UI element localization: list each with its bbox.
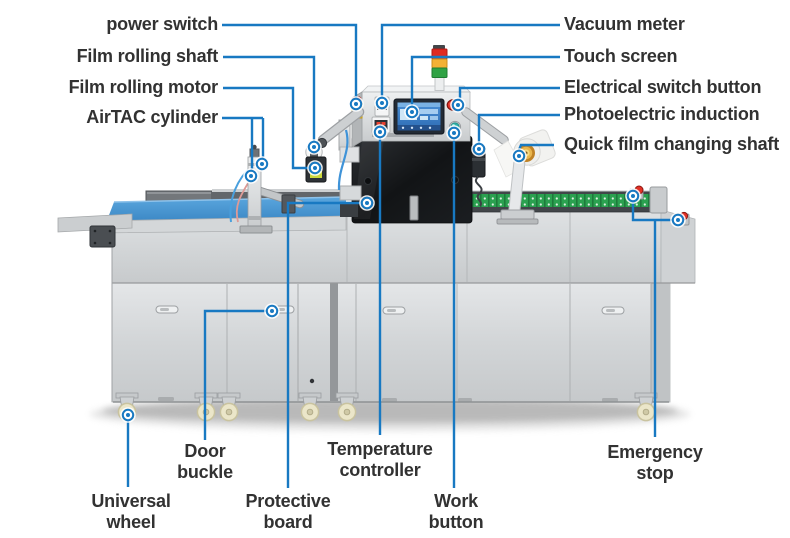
label-film-rolling-shaft: Film rolling shaft (76, 46, 219, 66)
cabinet-recess (330, 283, 338, 401)
label-universal-wheel: Universal wheel (91, 491, 171, 532)
label-electrical-switch-button: Electrical switch button (564, 77, 762, 97)
air-hose-blue (337, 129, 349, 191)
door-handle (382, 306, 406, 315)
marker-protective-board (359, 195, 375, 211)
conveyor-motor (89, 225, 116, 248)
label-quick-film-changing-shaft: Quick film changing shaft (564, 134, 780, 154)
marker-emergency-stop-right (670, 212, 686, 228)
label-work-button: Work button (428, 491, 484, 532)
universal-wheel (217, 392, 241, 422)
callout-line-emergency-stop (631, 202, 672, 437)
door-handle (155, 305, 179, 314)
callout-line-touch-screen (410, 55, 560, 106)
floor-shadow (90, 397, 690, 431)
signal-tower (431, 45, 448, 91)
label-protective-board: Protective board (245, 491, 331, 532)
marker-door-buckle (264, 303, 280, 319)
marker-airtac-cylinder-upper (254, 156, 270, 172)
label-touch-screen: Touch screen (564, 46, 678, 66)
label-door-buckle: Door buckle (177, 441, 233, 482)
universal-wheel (298, 392, 322, 422)
marker-airtac-cylinder-lower (243, 168, 259, 184)
touch-screen (393, 98, 445, 135)
callout-line-film-rolling-shaft (223, 55, 316, 142)
label-temperature-controller: Temperature controller (327, 439, 433, 480)
marker-film-rolling-motor (307, 160, 323, 176)
chamber-clamp (409, 195, 419, 221)
marker-temperature-controller (372, 124, 388, 140)
callout-line-power-switch (222, 23, 358, 99)
marker-vacuum-meter (374, 95, 390, 111)
marker-universal-wheel (120, 407, 136, 423)
lower-cabinet (111, 282, 671, 403)
callout-line-airtac-cylinder (222, 116, 265, 170)
callout-line-electrical-switch-button (458, 86, 560, 99)
label-airtac-cylinder: AirTAC cylinder (86, 107, 218, 127)
callout-line-photoelectric-induction (477, 113, 560, 143)
callout-line-vacuum-meter (380, 23, 560, 97)
callout-markers (120, 95, 686, 423)
film-roll (493, 129, 556, 225)
marker-electrical-switch-button (450, 97, 466, 113)
marker-quick-film-changing-shaft (511, 148, 527, 164)
callout-line-film-rolling-motor (223, 86, 309, 170)
door-handle (601, 306, 625, 315)
label-power-switch: power switch (106, 14, 218, 34)
universal-wheel (634, 392, 658, 422)
film-arm (317, 106, 365, 146)
marker-power-switch (348, 96, 364, 112)
panel-hole (309, 378, 315, 384)
marker-touch-screen (404, 104, 420, 120)
label-film-rolling-motor: Film rolling motor (68, 77, 219, 97)
marker-emergency-stop-left (625, 188, 641, 204)
callout-line-door-buckle (203, 309, 266, 440)
marker-photoelectric-induction (471, 141, 487, 157)
marker-work-button (446, 125, 462, 141)
label-vacuum-meter: Vacuum meter (564, 14, 685, 34)
callout-line-protective-board (286, 201, 361, 488)
label-emergency-stop: Emergency stop (607, 442, 703, 483)
label-photoelectric-induction: Photoelectric induction (564, 104, 760, 124)
universal-wheel (335, 392, 359, 422)
film-arm-right (461, 107, 509, 145)
marker-film-rolling-shaft (306, 139, 322, 155)
